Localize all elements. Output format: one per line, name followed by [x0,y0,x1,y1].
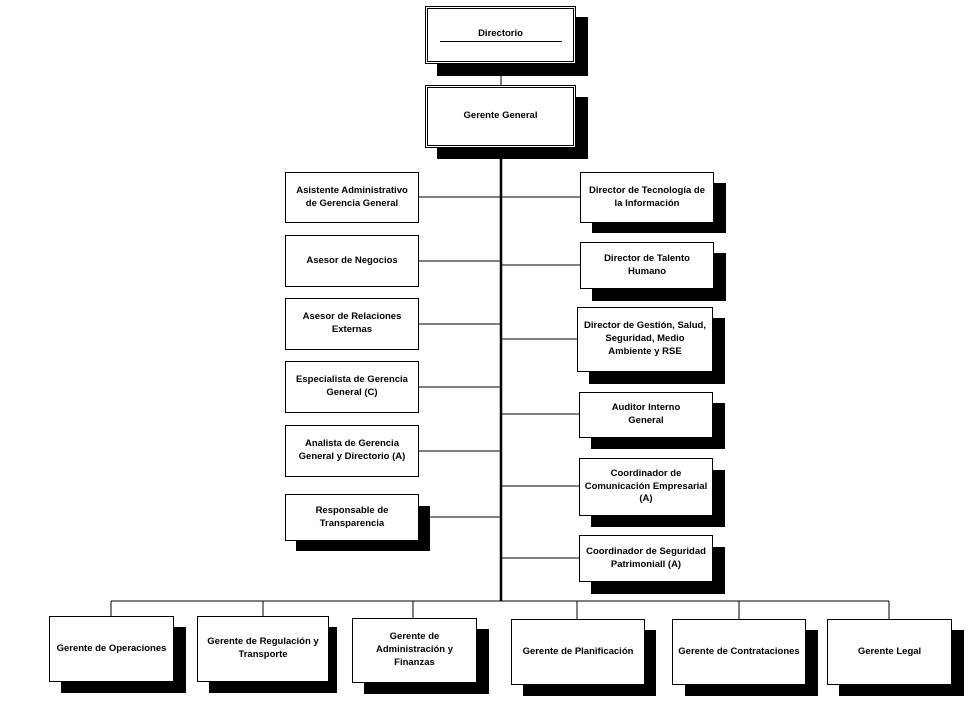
gerente-legal-box: Gerente Legal [827,619,952,685]
responsable-transparencia-box: Responsable de Transparencia [285,494,419,541]
gerente-administracion-box: Gerente de Administración y Finanzas [352,618,477,683]
asesor-negocios-box: Asesor de Negocios [285,235,419,287]
responsable-transparencia-label: Responsable de Transparencia [315,504,389,529]
gerente-general-box: Gerente General [425,85,576,148]
auditor-interno-box: Auditor Interno General [579,392,713,438]
coordinador-seguridad-box: Coordinador de Seguridad Patrimoniall (A… [579,535,713,582]
coordinador-comunicacion-box: Coordinador de Comunicación Empresarial … [579,458,713,516]
directorio-label: Directorio [439,28,562,43]
director-tecnologia-label: Director de Tecnología de la Información [589,184,705,209]
coordinador-comunicacion-label: Coordinador de Comunicación Empresarial … [584,467,708,505]
gerente-contrataciones-box: Gerente de Contrataciones [672,619,806,685]
gerente-operaciones-label: Gerente de Operaciones [56,642,167,654]
gerente-regulacion-label: Gerente de Regulación y Transporte [207,636,319,660]
gerente-administracion-label: Gerente de Administración y Finanzas [375,631,454,668]
director-talento-label: Director de Talento Humano [604,252,690,277]
gerente-operaciones-box: Gerente de Operaciones [49,616,174,682]
gerente-planificacion-label: Gerente de Planificación [522,645,634,657]
director-tecnologia-box: Director de Tecnología de la Información [580,172,714,223]
asesor-relaciones-label: Asesor de Relaciones Externas [302,311,402,335]
director-talento-box: Director de Talento Humano [580,242,714,289]
especialista-gerencia-label: Especialista de Gerencia General (C) [296,374,408,398]
asistente-administrativo-label: Asistente Administrativo de Gerencia Gen… [296,184,408,209]
asistente-administrativo-box: Asistente Administrativo de Gerencia Gen… [285,172,419,223]
coordinador-seguridad-label: Coordinador de Seguridad Patrimoniall (A… [586,545,706,570]
gerente-contrataciones-label: Gerente de Contrataciones [678,645,800,657]
director-gestion-box: Director de Gestión, Salud, Seguridad, M… [577,307,713,372]
gerente-general-label: Gerente General [463,110,538,122]
auditor-interno-label: Auditor Interno General [611,402,681,426]
asesor-negocios-label: Asesor de Negocios [306,254,398,266]
gerente-legal-label: Gerente Legal [857,645,922,657]
gerente-regulacion-box: Gerente de Regulación y Transporte [197,616,329,682]
gerente-planificacion-box: Gerente de Planificación [511,619,645,685]
analista-gerencia-label: Analista de Gerencia General y Directori… [298,438,406,462]
analista-gerencia-box: Analista de Gerencia General y Directori… [285,425,419,477]
directorio-box: Directorio [425,6,576,64]
director-gestion-label: Director de Gestión, Salud, Seguridad, M… [584,320,706,357]
especialista-gerencia-box: Especialista de Gerencia General (C) [285,361,419,413]
asesor-relaciones-box: Asesor de Relaciones Externas [285,298,419,350]
